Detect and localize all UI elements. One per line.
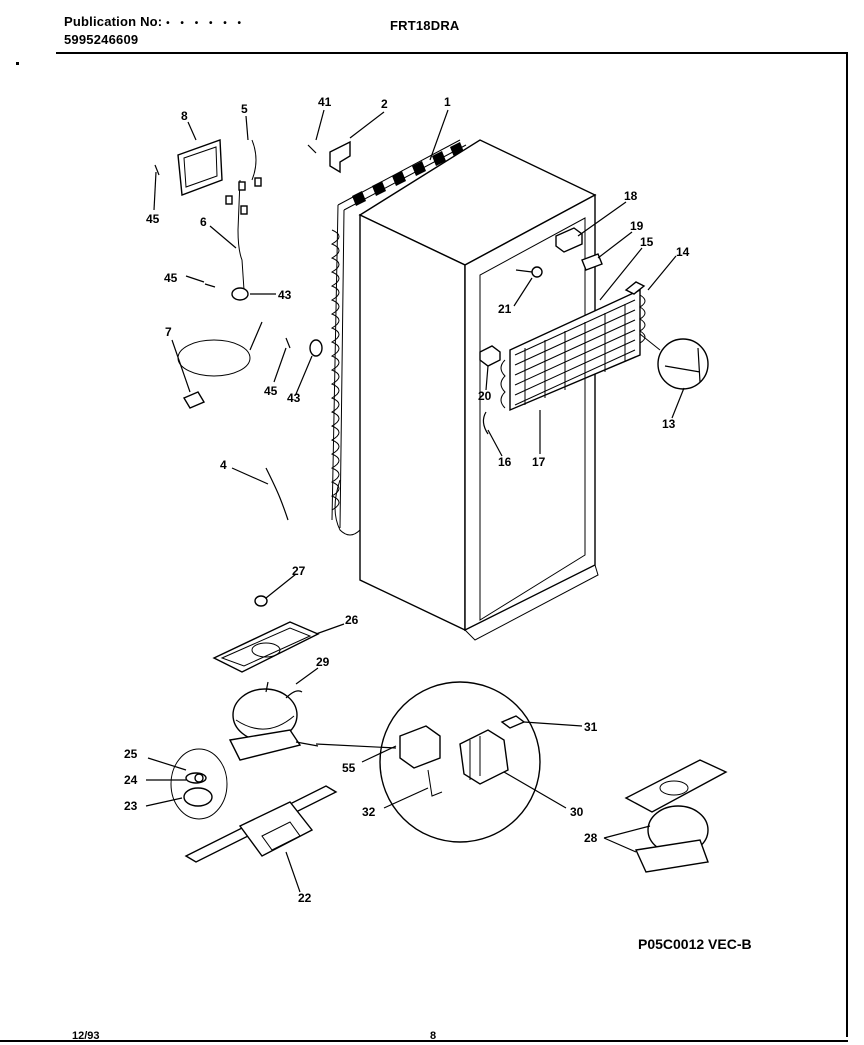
callout-15: 15 [640,235,654,249]
margin-mark [16,62,19,65]
callout-23: 23 [124,799,138,813]
evaporator-coil [500,288,646,412]
component-18 [555,227,583,253]
component-55 [399,725,441,769]
screw-45-mid [204,283,216,288]
component-20 [479,345,501,367]
callouts: 1 2 41 5 8 45 6 45 43 7 45 43 4 18 19 15… [124,95,690,905]
callout-55: 55 [342,761,356,775]
component-4 [265,467,289,521]
component-19 [581,253,603,271]
callout-4: 4 [220,458,227,472]
callout-43-b: 43 [287,391,301,405]
component-30 [459,729,509,785]
callout-25: 25 [124,747,138,761]
callout-7: 7 [165,325,172,339]
drain-pan-26 [212,621,320,673]
drawing-id: P05C0012 VEC-B [638,936,752,952]
callout-24: 24 [124,773,138,787]
callout-30: 30 [570,805,584,819]
header-rule [56,52,846,54]
callout-45-c: 45 [264,384,278,398]
callout-6: 6 [200,215,207,229]
publication-dots: • • • • • • [166,18,246,29]
base-rail-22 [184,785,338,863]
callout-2: 2 [381,97,388,111]
screw-45-lower [285,337,291,349]
right-border [846,52,848,1037]
callout-41: 41 [318,95,332,109]
callout-29: 29 [316,655,330,669]
compressor-29 [228,681,319,761]
component-32 [427,769,443,797]
callout-22: 22 [298,891,312,905]
screw-41 [307,144,317,154]
publication-number: 5995246609 [64,32,139,47]
callout-32: 32 [362,805,376,819]
callout-28: 28 [584,831,598,845]
component-21 [515,266,543,278]
condenser-coil-top [352,142,464,206]
model-number: FRT18DRA [390,18,460,33]
callout-45-a: 45 [146,212,160,226]
bracket-2 [329,140,351,174]
component-16 [482,411,489,435]
footer-page: 8 [430,1030,437,1042]
callout-21: 21 [498,302,512,316]
callout-45-b: 45 [164,271,178,285]
callout-19: 19 [630,219,644,233]
callout-18: 18 [624,189,638,203]
callout-27: 27 [292,564,306,578]
callout-1: 1 [444,95,451,109]
cabinet [330,139,599,641]
callout-31: 31 [584,720,598,734]
screw-45-upper [154,164,160,176]
component-14 [624,281,646,295]
component-43-upper [231,287,249,301]
grommet-stack-23-25 [170,748,228,820]
relay-detail-circle [379,681,541,843]
component-43-lower [309,339,323,357]
callout-20: 20 [478,389,492,403]
power-cord-7 [177,321,263,409]
compressor-assembly-28 [624,759,728,873]
callout-17: 17 [532,455,546,469]
callout-16: 16 [498,455,512,469]
callout-26: 26 [345,613,359,627]
bottom-border [0,1040,848,1042]
harness-5-6 [225,139,262,291]
grommet-27 [254,595,268,607]
footer-date: 12/93 [72,1030,100,1042]
publication-label: Publication No: • • • • • • [64,14,246,29]
leader-lines [145,109,685,893]
callout-5: 5 [241,102,248,116]
callout-13: 13 [662,417,676,431]
detail-circle-13 [639,333,709,390]
callout-43-a: 43 [278,288,292,302]
component-8 [177,139,223,196]
condenser-coil-side [330,229,340,511]
callout-8: 8 [181,109,188,123]
callout-14: 14 [676,245,690,259]
